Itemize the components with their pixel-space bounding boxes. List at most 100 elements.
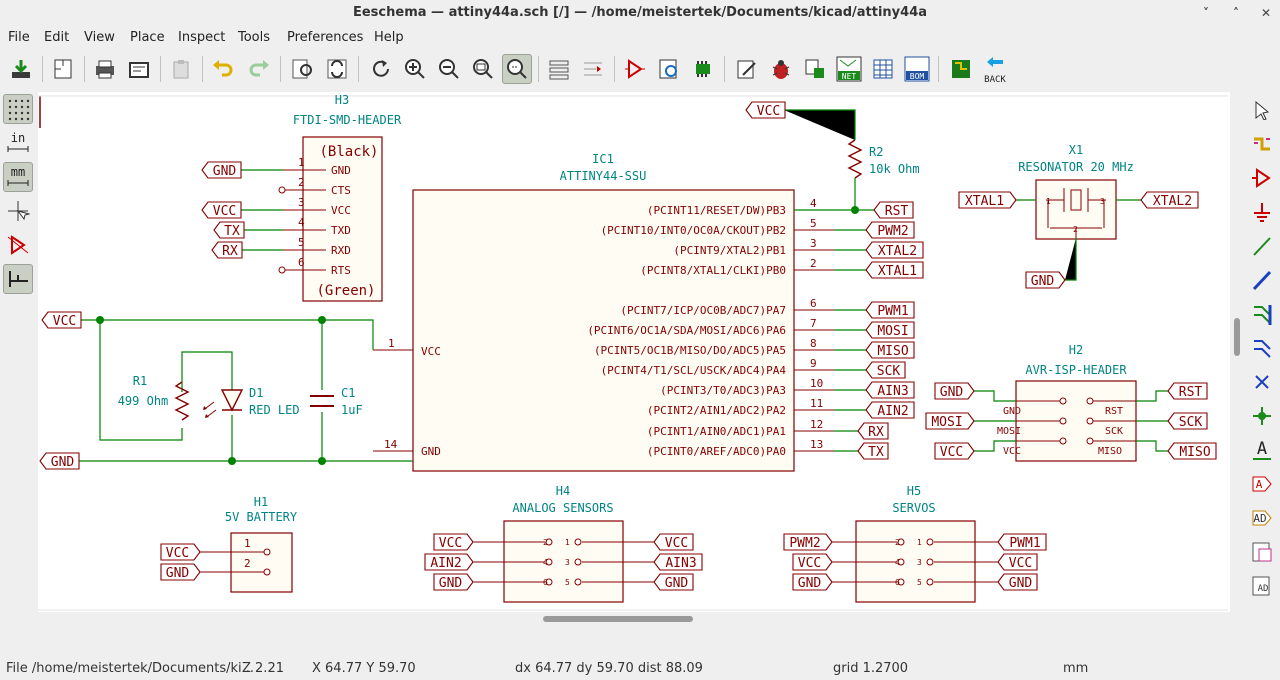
bom-icon[interactable]: BOM <box>902 54 932 84</box>
global-label-gnd[interactable]: GND <box>997 573 1038 591</box>
back-button[interactable]: BACK <box>980 54 1010 84</box>
global-label-miso[interactable]: MISO <box>1167 442 1217 460</box>
add-bus-icon[interactable] <box>1248 266 1276 294</box>
global-label-vcc[interactable]: VCC <box>433 533 474 551</box>
footprint-editor-icon[interactable] <box>688 54 718 84</box>
library-browser-icon[interactable] <box>654 54 684 84</box>
global-label-mosi[interactable]: MOSI <box>865 321 915 339</box>
global-label-gnd[interactable]: GND <box>1025 271 1066 289</box>
global-label-pwm2[interactable]: PWM2 <box>783 533 833 551</box>
c1-capacitor[interactable]: C1 1uF <box>310 386 363 417</box>
menu-file[interactable]: File <box>8 30 30 45</box>
h2-avr-isp-header[interactable]: H2 AVR-ISP-HEADER GND MOSI VCC RST SCK M… <box>997 343 1137 462</box>
zoom-selection-icon[interactable] <box>502 54 532 84</box>
bus-to-bus-entry-icon[interactable] <box>1248 334 1276 362</box>
global-label-vcc[interactable]: VCC <box>201 201 242 219</box>
h4-analog-sensors-header[interactable]: H4 ANALOG SENSORS 2 4 6 1 3 5 <box>473 484 654 603</box>
global-label-xtal1[interactable]: XTAL1 <box>958 191 1017 209</box>
wire-mode-icon[interactable] <box>3 264 33 294</box>
global-label-vcc[interactable]: VCC <box>792 553 833 571</box>
add-power-icon[interactable] <box>1248 198 1276 226</box>
zoom-in-icon[interactable] <box>400 54 430 84</box>
global-label-vcc[interactable]: VCC <box>997 553 1038 571</box>
horizontal-scrollbar[interactable] <box>543 616 693 622</box>
global-label-tx[interactable]: TX <box>857 442 889 460</box>
global-label-ain3[interactable]: AIN3 <box>653 553 703 571</box>
netlist-icon[interactable]: NET <box>834 54 864 84</box>
global-label-rst[interactable]: RST <box>1167 382 1208 400</box>
refresh-icon[interactable] <box>366 54 396 84</box>
global-label-gnd[interactable]: GND <box>653 573 694 591</box>
global-label-rst[interactable]: RST <box>873 201 914 219</box>
add-symbol-icon[interactable] <box>1248 164 1276 192</box>
vertical-scrollbar[interactable] <box>1234 318 1240 356</box>
h3-ftdi-header[interactable]: H3 FTDI-SMD-HEADER (Black) (Green) GND C… <box>278 93 402 302</box>
save-icon[interactable] <box>6 54 36 84</box>
x1-resonator[interactable]: X1 RESONATOR 20 MHz 1 3 2 <box>1018 143 1134 240</box>
close-icon[interactable]: ✕ <box>1260 6 1272 20</box>
highlight-net-icon[interactable] <box>1248 130 1276 158</box>
global-label-ain2[interactable]: AIN2 <box>865 401 915 419</box>
global-label-vcc[interactable]: VCC <box>160 543 201 561</box>
menu-inspect[interactable]: Inspect <box>178 30 226 45</box>
cursor-shape-icon[interactable] <box>3 196 33 226</box>
annotate-icon[interactable] <box>732 54 762 84</box>
add-junction-icon[interactable] <box>1248 402 1276 430</box>
menu-help[interactable]: Help <box>374 30 404 45</box>
zoom-fit-icon[interactable] <box>468 54 498 84</box>
global-label-gnd[interactable]: GND <box>39 452 80 470</box>
add-label-icon[interactable]: A <box>1248 436 1276 464</box>
grid-toggle-icon[interactable] <box>3 94 33 124</box>
leave-sheet-icon[interactable] <box>578 54 608 84</box>
redo-icon[interactable] <box>244 54 274 84</box>
ic1-attiny44[interactable]: IC1 ATTINY44-SSU (PCINT11/RESET/DW)PB34(… <box>373 152 834 472</box>
menu-place[interactable]: Place <box>130 30 165 45</box>
minimize-icon[interactable]: ˅ <box>1203 6 1209 20</box>
add-hier-sheet-icon[interactable] <box>1248 538 1276 566</box>
global-label-tx[interactable]: TX <box>213 221 245 239</box>
page-settings-icon[interactable] <box>48 54 78 84</box>
undo-icon[interactable] <box>208 54 238 84</box>
paste-icon[interactable] <box>166 54 196 84</box>
wire-to-bus-entry-icon[interactable] <box>1248 300 1276 328</box>
global-label-gnd[interactable]: GND <box>160 563 201 581</box>
global-label-gnd[interactable]: GND <box>792 573 833 591</box>
menu-preferences[interactable]: Preferences <box>287 30 364 45</box>
no-connect-icon[interactable] <box>1248 368 1276 396</box>
find-replace-icon[interactable] <box>322 54 352 84</box>
global-label-ain2[interactable]: AIN2 <box>424 553 474 571</box>
symbol-editor-icon[interactable] <box>620 54 650 84</box>
r2-resistor[interactable]: R2 10k Ohm <box>847 139 920 179</box>
select-icon[interactable] <box>1248 96 1276 124</box>
assign-footprints-icon[interactable] <box>800 54 830 84</box>
print-icon[interactable] <box>90 54 120 84</box>
global-label-pwm1[interactable]: PWM1 <box>865 301 915 319</box>
erc-icon[interactable] <box>766 54 796 84</box>
plot-icon[interactable] <box>124 54 154 84</box>
restore-icon[interactable]: ˄ <box>1233 6 1239 20</box>
menu-tools[interactable]: Tools <box>238 30 271 45</box>
global-label-miso[interactable]: MISO <box>865 341 915 359</box>
global-label-sck[interactable]: SCK <box>865 361 906 379</box>
global-label-vcc[interactable]: VCC <box>41 311 82 329</box>
global-label-vcc[interactable]: VCC <box>934 442 975 460</box>
hierarchy-navigator-icon[interactable] <box>544 54 574 84</box>
h5-servos-header[interactable]: H5 SERVOS 2 4 6 1 3 5 <box>832 484 998 603</box>
units-inches-button[interactable]: in <box>3 128 33 158</box>
menu-view[interactable]: View <box>84 30 115 45</box>
global-label-xtal2[interactable]: XTAL2 <box>865 241 924 259</box>
units-mm-button[interactable]: mm <box>3 162 33 192</box>
global-label-vcc[interactable]: VCC <box>745 101 786 119</box>
d1-led[interactable]: D1 RED LED <box>203 386 300 418</box>
global-label-xtal1[interactable]: XTAL1 <box>865 261 924 279</box>
find-icon[interactable] <box>288 54 318 84</box>
r1-resistor[interactable]: R1 499 Ohm <box>118 374 190 421</box>
global-label-gnd[interactable]: GND <box>433 573 474 591</box>
global-label-vcc[interactable]: VCC <box>653 533 694 551</box>
add-wire-icon[interactable] <box>1248 232 1276 260</box>
global-label-mosi[interactable]: MOSI <box>925 412 975 430</box>
zoom-out-icon[interactable] <box>434 54 464 84</box>
symbol-fields-table-icon[interactable] <box>868 54 898 84</box>
import-sheet-pin-icon[interactable]: AD <box>1248 572 1276 600</box>
global-label-rx[interactable]: RX <box>857 422 889 440</box>
